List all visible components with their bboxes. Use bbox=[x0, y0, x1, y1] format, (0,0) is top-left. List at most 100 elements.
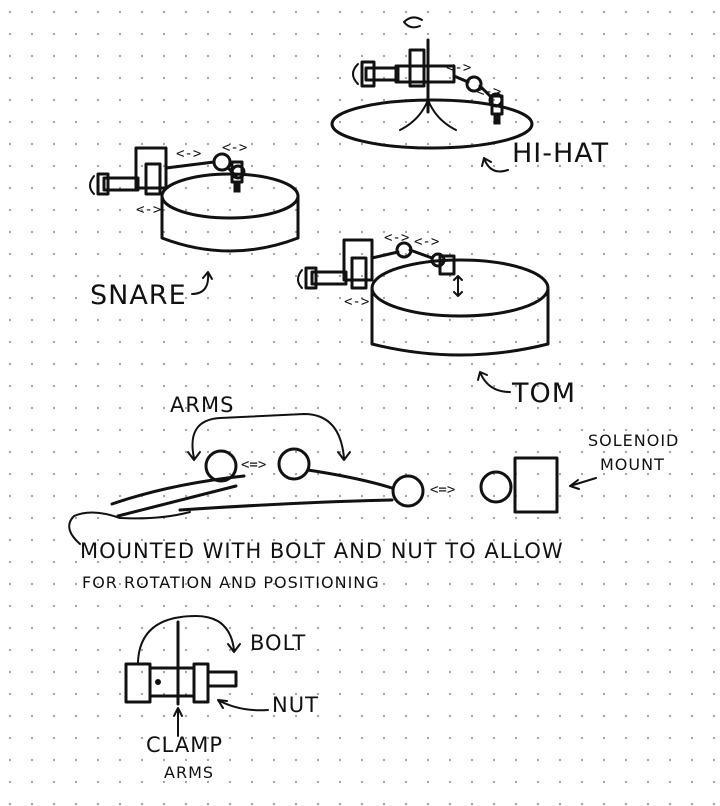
grid-dot bbox=[646, 252, 650, 256]
grid-dot bbox=[404, 516, 408, 520]
grid-dot bbox=[426, 516, 430, 520]
grid-dot bbox=[360, 98, 364, 102]
tom-arm bbox=[370, 250, 400, 260]
grid-dot bbox=[206, 802, 210, 806]
grid-dot bbox=[118, 340, 122, 344]
arm-slide-1: <=> bbox=[241, 457, 266, 473]
grid-dot bbox=[8, 450, 12, 454]
grid-dot bbox=[184, 76, 188, 80]
grid-dot bbox=[558, 164, 562, 168]
grid-dot bbox=[426, 318, 430, 322]
grid-dot bbox=[360, 428, 364, 432]
grid-dot bbox=[338, 560, 342, 564]
arm-bar-1 bbox=[110, 474, 246, 506]
grid-dot bbox=[382, 384, 386, 388]
grid-dot bbox=[646, 538, 650, 542]
grid-dot bbox=[140, 450, 144, 454]
grid-dot bbox=[206, 450, 210, 454]
grid-dot bbox=[668, 802, 672, 806]
hihat-pivot-1 bbox=[465, 75, 483, 93]
solenoid-label-line2: MOUNT bbox=[600, 455, 665, 474]
grid-dot bbox=[184, 208, 188, 212]
grid-dot bbox=[294, 76, 298, 80]
grid-dot bbox=[250, 406, 254, 410]
grid-dot bbox=[140, 252, 144, 256]
grid-dot bbox=[514, 10, 518, 14]
grid-dot bbox=[8, 428, 12, 432]
grid-dot bbox=[426, 626, 430, 630]
grid-dot bbox=[580, 32, 584, 36]
grid-dot bbox=[690, 274, 694, 278]
grid-dot bbox=[140, 362, 144, 366]
grid-dot bbox=[602, 252, 606, 256]
grid-dot bbox=[206, 54, 210, 58]
tom-bolt-stem bbox=[310, 270, 348, 286]
grid-dot bbox=[404, 494, 408, 498]
grid-dot bbox=[470, 736, 474, 740]
grid-dot bbox=[404, 692, 408, 696]
grid-dot bbox=[272, 120, 276, 124]
grid-dot bbox=[206, 494, 210, 498]
grid-dot bbox=[206, 516, 210, 520]
grid-dot bbox=[382, 582, 386, 586]
grid-dot bbox=[184, 472, 188, 476]
grid-dot bbox=[206, 252, 210, 256]
grid-dot bbox=[338, 494, 342, 498]
grid-dot bbox=[448, 516, 452, 520]
grid-dot bbox=[470, 670, 474, 674]
grid-dot bbox=[96, 736, 100, 740]
grid-dot bbox=[624, 230, 628, 234]
grid-dot bbox=[624, 186, 628, 190]
grid-dot bbox=[338, 802, 342, 806]
grid-dot bbox=[624, 32, 628, 36]
grid-dot bbox=[712, 582, 716, 586]
grid-dot bbox=[492, 560, 496, 564]
grid-dot bbox=[360, 714, 364, 718]
grid-dot bbox=[96, 362, 100, 366]
grid-dot bbox=[250, 32, 254, 36]
grid-dot bbox=[404, 164, 408, 168]
grid-dot bbox=[382, 670, 386, 674]
grid-dot bbox=[646, 98, 650, 102]
grid-dot bbox=[580, 472, 584, 476]
grid-dot bbox=[448, 692, 452, 696]
grid-dot bbox=[140, 802, 144, 806]
grid-dot bbox=[668, 648, 672, 652]
grid-dot bbox=[536, 120, 540, 124]
grid-dot bbox=[8, 10, 12, 14]
grid-dot bbox=[30, 208, 34, 212]
grid-dot bbox=[646, 120, 650, 124]
grid-dot bbox=[712, 516, 716, 520]
grid-dot bbox=[580, 296, 584, 300]
grid-dot bbox=[272, 252, 276, 256]
grid-dot bbox=[96, 670, 100, 674]
grid-dot bbox=[690, 230, 694, 234]
grid-dot bbox=[74, 274, 78, 278]
grid-dot bbox=[52, 802, 56, 806]
snare-plunger bbox=[233, 181, 241, 193]
grid-dot bbox=[624, 802, 628, 806]
grid-dot bbox=[30, 406, 34, 410]
grid-dot bbox=[602, 186, 606, 190]
grid-dot bbox=[470, 296, 474, 300]
grid-dot bbox=[338, 54, 342, 58]
grid-dot bbox=[294, 428, 298, 432]
grid-dot bbox=[338, 32, 342, 36]
grid-dot bbox=[514, 274, 518, 278]
arms-bracket-tip-left bbox=[187, 451, 201, 461]
grid-dot bbox=[470, 714, 474, 718]
grid-dot bbox=[118, 714, 122, 718]
grid-dot bbox=[140, 714, 144, 718]
grid-dot bbox=[646, 164, 650, 168]
grid-dot bbox=[96, 252, 100, 256]
grid-dot bbox=[184, 406, 188, 410]
grid-dot bbox=[30, 428, 34, 432]
grid-dot bbox=[448, 802, 452, 806]
grid-dot bbox=[558, 230, 562, 234]
grid-dot bbox=[558, 494, 562, 498]
grid-dot bbox=[338, 230, 342, 234]
grid-dot bbox=[624, 780, 628, 784]
grid-dot bbox=[140, 780, 144, 784]
grid-dot bbox=[74, 406, 78, 410]
grid-dot bbox=[426, 736, 430, 740]
